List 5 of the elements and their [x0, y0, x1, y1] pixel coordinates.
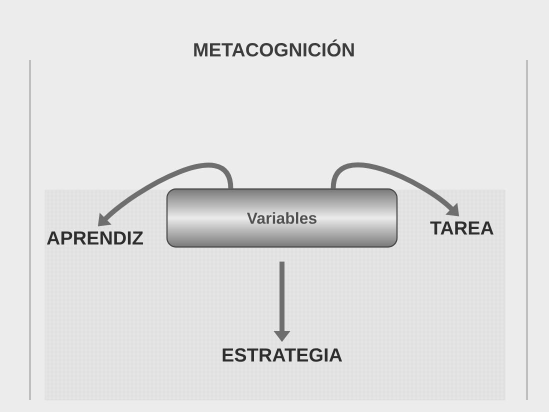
heading-word: APRENDIZ — [46, 231, 143, 245]
heading-word: ESTRATEGIA — [222, 348, 342, 362]
heading-word: TAREA — [430, 221, 494, 235]
rounded-box: Variables — [166, 188, 398, 248]
title: METACOGNICIÓN — [194, 40, 354, 56]
